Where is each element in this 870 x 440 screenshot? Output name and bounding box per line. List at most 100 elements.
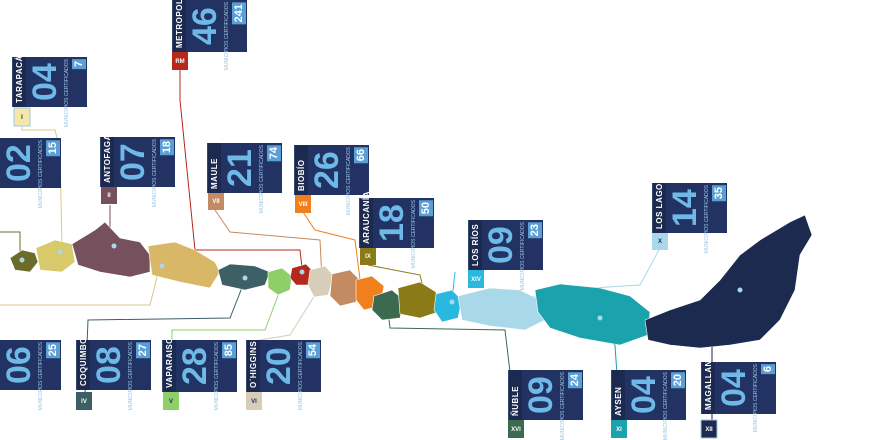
region-name: MAGALLANES	[701, 349, 715, 414]
region-sub-number-wrap: 74	[266, 143, 282, 193]
sub-label: MUNICIPIOS CERTIFICADOS	[224, 2, 230, 71]
region-name: ÑUBLE	[508, 370, 522, 420]
sub-label: MUNICIPIOS CERTIFICADOS	[298, 342, 304, 411]
region-sub-number: 6	[761, 364, 775, 375]
region-sub-number-wrap: 25	[45, 340, 61, 390]
region-main-number: 04	[26, 57, 64, 107]
region-sub-number-wrap: 7	[71, 57, 87, 107]
region-sub: MUNICIPIOS CERTIFICADOS	[38, 340, 45, 410]
region-name: COQUIMBO	[76, 337, 90, 390]
card-araucania: ARAUCANÍA 18 MUNICIPIOS CERTIFICADOS 50	[359, 191, 434, 268]
card-aysen: AYSEN 04 MUNICIPIOS CERTIFICADOS 20	[611, 370, 686, 440]
region-main-number: 46	[186, 0, 224, 52]
tag-v	[163, 392, 179, 410]
region-sub: MUNICIPIOS CERTIFICADOS	[520, 220, 527, 290]
sub-label: MUNICIPIOS CERTIFICADOS	[64, 59, 70, 128]
region-sub-number: 54	[306, 342, 320, 359]
card-magallanes: MAGALLANES 04 MUNICIPIOS CERTIFICADOS 6	[701, 349, 776, 432]
connector-maule	[214, 209, 323, 281]
region-name: AYSEN	[611, 370, 625, 420]
region-sub: MUNICIPIOS CERTIFICADOS	[152, 137, 159, 207]
sub-label: MUNICIPIOS CERTIFICADOS	[152, 139, 158, 208]
region-main-number: 28	[176, 340, 214, 392]
region-sub-number-wrap: 50	[418, 198, 434, 248]
card-left-bottom: 06 MUNICIPIOS CERTIFICADOS 25	[0, 340, 61, 410]
region-main-number: 09	[482, 220, 520, 270]
region-maule	[329, 269, 361, 307]
region-sub: MUNICIPIOS CERTIFICADOS	[64, 57, 71, 127]
region-main-number: 26	[308, 145, 346, 195]
region-sub-number: 25	[46, 342, 60, 359]
tag-ii	[101, 186, 117, 204]
region-sub-number: 15	[46, 140, 60, 157]
tag-xii-text: XII	[705, 427, 713, 433]
sub-label: MUNICIPIOS CERTIFICADOS	[704, 185, 710, 254]
region-sub-number-wrap: 6	[760, 362, 776, 414]
sub-label: MUNICIPIOS CERTIFICADOS	[560, 372, 566, 440]
region-sub: MUNICIPIOS CERTIFICADOS	[128, 340, 135, 410]
card-nuble: ÑUBLE 09 MUNICIPIOS CERTIFICADOS 24	[508, 370, 583, 440]
region-ohiggins	[307, 265, 335, 298]
regions	[9, 214, 813, 349]
region-loslagos	[457, 287, 546, 331]
dot-aysen	[597, 315, 603, 321]
region-sub-number: 85	[222, 342, 236, 359]
region-name: MAULE	[207, 143, 221, 193]
region-main-number: 04	[625, 370, 663, 420]
region-dots	[19, 243, 743, 321]
region-main-number: 08	[90, 340, 128, 390]
region-name: O´HIGGINS	[246, 340, 260, 392]
sub-label: MUNICIPIOS CERTIFICADOS	[38, 342, 44, 411]
region-nuble	[371, 289, 405, 321]
tag-iv	[76, 392, 92, 410]
tag-rm	[172, 52, 188, 70]
dot-coquimbo	[242, 275, 248, 281]
region-sub-number-wrap: 24	[567, 370, 583, 420]
card-left-top: 02 MUNICIPIOS CERTIFICADOS 15	[0, 138, 61, 208]
region-araucania	[397, 281, 439, 319]
region-sub: MUNICIPIOS CERTIFICADOS	[346, 145, 353, 215]
connector-left-bottom	[0, 264, 161, 306]
sub-label: MUNICIPIOS CERTIFICADOS	[214, 342, 220, 411]
region-sub-number: 66	[354, 147, 368, 164]
region-sub: MUNICIPIOS CERTIFICADOS	[411, 198, 418, 268]
tag-vii-text: VII	[212, 199, 220, 205]
tag-xi	[611, 420, 627, 438]
region-sub-number-wrap: 85	[221, 340, 237, 392]
region-sub-number: 35	[712, 185, 726, 202]
card-maule: MAULE 21 MUNICIPIOS CERTIFICADOS 74	[207, 143, 282, 213]
region-sub: MUNICIPIOS CERTIFICADOS	[663, 370, 670, 440]
tag-xiv-text: XIV	[471, 277, 481, 283]
tag-xi-text: XI	[616, 427, 622, 433]
tag-xvi	[508, 420, 524, 438]
region-sub-number: 27	[136, 342, 150, 359]
region-sub-number-wrap: 66	[353, 145, 369, 195]
dot-atacama	[159, 263, 165, 269]
region-main-number: 02	[0, 138, 38, 188]
tag-xvi-text: XVI	[511, 427, 521, 433]
dot-antofagasta	[111, 243, 117, 249]
region-main-number: 21	[221, 143, 259, 193]
card-tarapaca: TARAPACÁ 04 MUNICIPIOS CERTIFICADOS 7	[12, 55, 87, 127]
sub-label: MUNICIPIOS CERTIFICADOS	[259, 145, 265, 214]
card-loslagos: LOS LAGOS 14 MUNICIPIOS CERTIFICADOS 35	[652, 177, 727, 253]
sub-label: MUNICIPIOS CERTIFICADOS	[411, 200, 417, 269]
connector-left-top	[0, 231, 21, 258]
tag-xiv	[468, 270, 484, 288]
region-sub-number-wrap: 20	[670, 370, 686, 420]
region-sub-number-wrap: 18	[159, 137, 175, 187]
tag-ii-text: II	[107, 193, 111, 199]
region-main-number: 20	[260, 340, 298, 392]
region-sub-number: 241	[232, 2, 246, 25]
region-name: VAPARAISO	[162, 337, 176, 392]
tag-vi-text: VI	[251, 399, 257, 405]
region-sub-number: 7	[72, 59, 86, 70]
tag-v-text: V	[169, 399, 173, 405]
region-name: METROPOLITANA	[172, 0, 186, 52]
region-main-number: 04	[715, 362, 753, 414]
sub-label: MUNICIPIOS CERTIFICADOS	[753, 364, 759, 433]
tag-i-text: I	[21, 115, 23, 121]
tag-ix	[360, 247, 376, 265]
card-coquimbo: COQUIMBO 08 MUNICIPIOS CERTIFICADOS 27	[76, 337, 151, 410]
